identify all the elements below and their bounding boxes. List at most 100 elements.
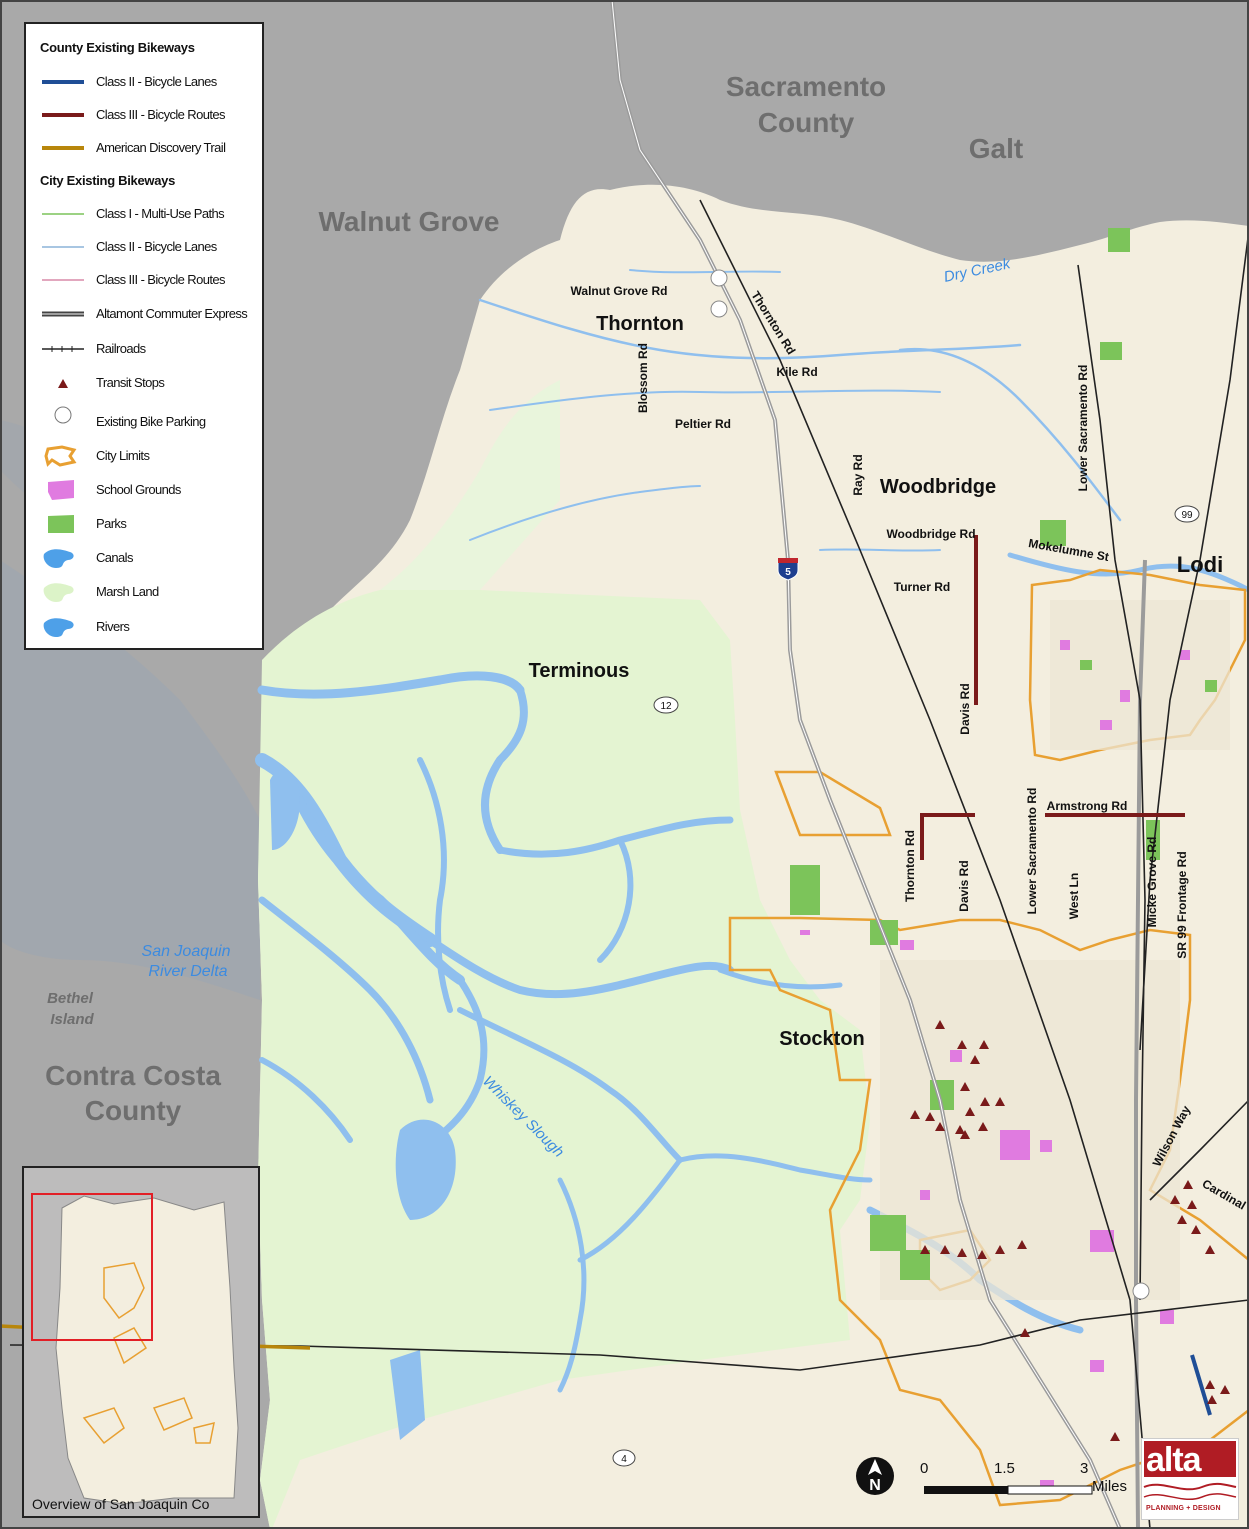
road-lower-sac-south: Lower Sacramento Rd [1025, 788, 1039, 915]
overview-highlight-box [31, 1193, 153, 1341]
stockton-label: Stockton [779, 1028, 865, 1050]
legend-transit-stops: Transit Stops [26, 371, 262, 395]
road-walnut-grove: Walnut Grove Rd [571, 284, 668, 298]
legend-text: Railroads [96, 341, 146, 356]
school-grounds [800, 640, 1190, 1492]
svg-text:99: 99 [1181, 510, 1193, 521]
legend-text: Altamont Commuter Express [96, 306, 248, 321]
legend-text: Parks [96, 516, 127, 531]
road-kile: Kile Rd [776, 365, 817, 379]
city-class1-swatch [42, 213, 84, 215]
park-swatch [48, 515, 74, 533]
scale-tick-0: 0 [920, 1460, 929, 1477]
scale-unit: Miles [1092, 1478, 1128, 1495]
logo-wordmark: alta [1146, 1441, 1202, 1479]
scale-tick-1: 1.5 [994, 1460, 1015, 1477]
marsh-land-north [380, 380, 560, 590]
legend-text: Canals [96, 550, 133, 565]
sr12-shield: 12 [653, 696, 679, 714]
city-limits-swatch [44, 445, 77, 467]
city-class3-swatch [42, 279, 84, 281]
road-davis-south: Davis Rd [957, 860, 971, 911]
lake [395, 1119, 456, 1220]
delta-label-2: River Delta [148, 963, 227, 980]
legend-county-class2: Class II - Bicycle Lanes [26, 70, 262, 94]
legend-text: City Limits [96, 448, 150, 463]
legend-text: American Discovery Trail [96, 140, 226, 155]
lodi-label: Lodi [1177, 552, 1223, 577]
road-woodbridge: Woodbridge Rd [886, 527, 975, 541]
river-network [255, 269, 1249, 1393]
scale-bar: 0 1.5 3 Miles [916, 1458, 1146, 1508]
legend-text: Class III - Bicycle Routes [96, 272, 225, 287]
legend-text: Class II - Bicycle Lanes [96, 239, 217, 254]
overview-title: Overview of San Joaquin Co [32, 1496, 210, 1512]
school-swatch [48, 480, 74, 500]
legend-school-grounds: School Grounds [26, 478, 262, 502]
sacramento-county-label-2: County [758, 107, 855, 138]
railroad-swatch [42, 346, 84, 352]
north-arrow-icon: N [856, 1457, 894, 1495]
scale-tick-2: 3 [1080, 1460, 1089, 1477]
bethel-island-label-2: Island [50, 1011, 94, 1028]
road-davis-north: Davis Rd [958, 683, 972, 734]
bethel-island-label-1: Bethel [47, 990, 94, 1007]
road-peltier: Peltier Rd [675, 417, 731, 431]
road-thornton-south: Thornton Rd [903, 830, 917, 902]
transit-stop-icon [58, 379, 68, 388]
road-west-ln: West Ln [1067, 873, 1081, 919]
contra-costa-label-1: Contra Costa [45, 1060, 221, 1091]
thornton-label: Thornton [596, 313, 684, 335]
highways-center [611, 0, 1121, 1529]
sacramento-county-label-1: Sacramento [726, 71, 886, 102]
bike-parking-icon [54, 406, 72, 424]
sr4-shield: 4 [612, 1449, 636, 1467]
legend-city-class1: Class I - Multi-Use Paths [26, 202, 262, 226]
contra-costa-label-2: County [85, 1095, 182, 1126]
legend-text: Rivers [96, 619, 130, 634]
legend-county-class3: Class III - Bicycle Routes [26, 103, 262, 127]
adt-swatch [42, 146, 84, 150]
road-turner: Turner Rd [894, 580, 950, 594]
scale-bar-graphic [924, 1485, 1093, 1495]
road-micke-grove: Micke Grove Rd [1145, 837, 1159, 928]
legend-text: Class I - Multi-Use Paths [96, 206, 225, 221]
canal-swatch [43, 549, 74, 568]
legend-rivers: Rivers [26, 615, 262, 639]
road-ray: Ray Rd [851, 454, 865, 495]
legend-text: Existing Bike Parking [96, 414, 206, 429]
county-class2-swatch [42, 80, 84, 84]
interstate-5-shield: 5 [777, 558, 799, 581]
svg-text:4: 4 [621, 1454, 627, 1465]
legend-text: Class III - Bicycle Routes [96, 107, 225, 122]
galt-label: Galt [969, 133, 1023, 164]
lake-2 [270, 769, 300, 850]
legend-text: Marsh Land [96, 584, 159, 599]
delta-label-1: San Joaquin [142, 943, 231, 960]
walnut-grove-label: Walnut Grove [319, 206, 500, 237]
svg-text:5: 5 [785, 567, 791, 578]
legend-city-class2: Class II - Bicycle Lanes [26, 235, 262, 259]
legend-text: Transit Stops [96, 375, 165, 390]
alta-logo: alta PLANNING + DESIGN [1141, 1438, 1239, 1520]
terminous-label: Terminous [529, 660, 630, 682]
sr99-shield: 99 [1174, 505, 1200, 523]
legend-adt: American Discovery Trail [26, 136, 262, 160]
legend-parks: Parks [26, 512, 262, 536]
legend-canals: Canals [26, 546, 262, 570]
legend-city-limits: City Limits [26, 444, 262, 468]
transit-stops [910, 1020, 1230, 1441]
legend-marsh-land: Marsh Land [26, 580, 262, 604]
legend-bike-parking: Existing Bike Parking [26, 405, 262, 429]
delta-water [0, 560, 260, 1000]
city-class2-swatch [42, 246, 84, 248]
svg-text:12: 12 [660, 701, 672, 712]
legend-panel: County Existing Bikeways Class II - Bicy… [24, 22, 264, 650]
road-armstrong: Armstrong Rd [1047, 799, 1128, 813]
legend-text: Class II - Bicycle Lanes [96, 74, 217, 89]
ace-rail-swatch [42, 311, 84, 317]
north-letter: N [869, 1477, 881, 1494]
legend-county-heading: County Existing Bikeways [40, 40, 195, 55]
lake-3 [390, 1350, 425, 1440]
